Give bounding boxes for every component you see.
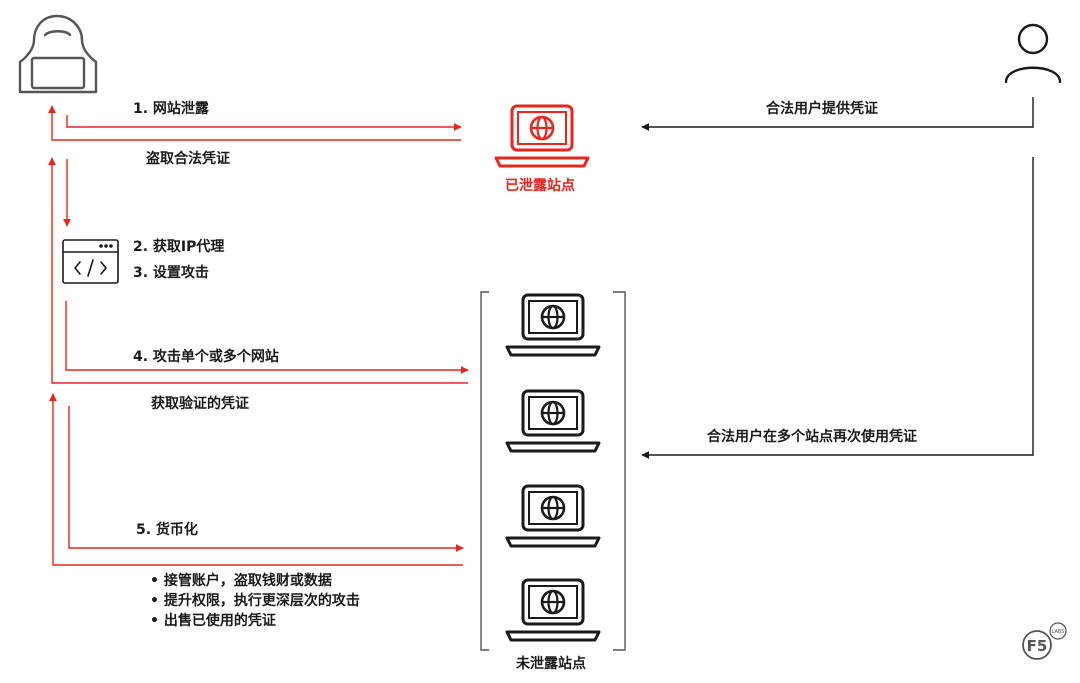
step3-label: 3. 设置攻击 (133, 265, 209, 281)
unbreached-site-laptop-icon-1 (505, 293, 601, 357)
f5-logo-sub: LABS (1052, 629, 1065, 635)
steal-credentials-label: 盗取合法凭证 (146, 151, 230, 167)
unbreached-site-laptop-icon-3 (505, 484, 601, 548)
breached-site-label: 已泄露站点 (505, 178, 575, 194)
unbreached-site-label: 未泄露站点 (516, 656, 586, 672)
user-provides-credentials-label: 合法用户提供凭证 (766, 101, 878, 117)
step5-label: 5. 货币化 (136, 522, 198, 538)
user-icon (1004, 23, 1062, 84)
monetize-item: 提升权限，执行更深层次的攻击 (150, 591, 360, 611)
f5-logo-mark: F5 (1027, 637, 1048, 655)
verified-credentials-label: 获取验证的凭证 (151, 396, 249, 412)
unbreached-site-laptop-icon-4 (505, 578, 601, 642)
step1-label: 1. 网站泄露 (133, 101, 209, 117)
code-window-icon (62, 239, 119, 284)
monetize-item: 出售已使用的凭证 (150, 611, 360, 631)
unbreached-sites-bracket (480, 291, 626, 651)
unbreached-site-laptop-icon-2 (505, 389, 601, 453)
monetize-item: 接管账户，盗取钱财或数据 (150, 571, 360, 591)
step2-label: 2. 获取IP代理 (133, 239, 225, 255)
breached-site-laptop-icon (494, 104, 590, 168)
user-flow-arrows (641, 97, 1034, 459)
step4-label: 4. 攻击单个或多个网站 (133, 349, 279, 365)
monetize-list: 接管账户，盗取钱财或数据 提升权限，执行更深层次的攻击 出售已使用的凭证 (150, 571, 360, 631)
user-reuses-credentials-label: 合法用户在多个站点再次使用凭证 (707, 429, 917, 445)
f5-labs-logo: F5 LABS (1022, 622, 1067, 660)
hacker-icon (18, 14, 98, 94)
attacker-flow-arrows (48, 105, 469, 566)
